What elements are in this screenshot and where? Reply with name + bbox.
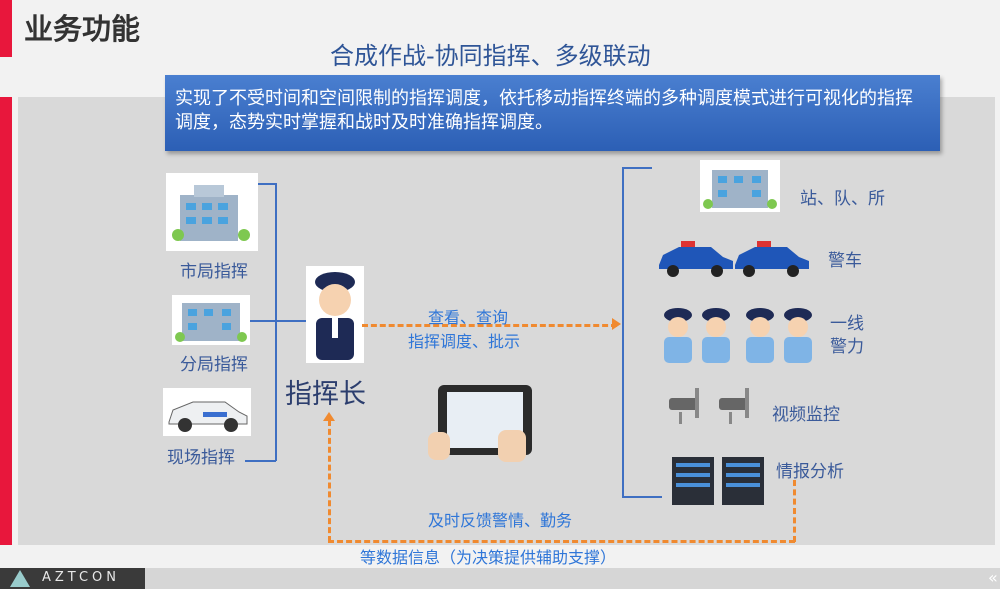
page-subtitle: 合成作战-协同指挥、多级联动 xyxy=(330,42,651,70)
right-label: 警车 xyxy=(828,251,862,271)
connector-line xyxy=(622,167,652,169)
page-title: 业务功能 xyxy=(24,12,141,46)
logo-triangle-icon xyxy=(10,570,30,587)
footer-bar xyxy=(0,568,1000,589)
commander-police-icon xyxy=(306,266,364,363)
right-label: 情报分析 xyxy=(776,462,844,482)
hand-icon xyxy=(428,432,450,460)
feedback-arrow xyxy=(328,420,331,542)
server-icon xyxy=(670,455,770,511)
accent-bar xyxy=(0,97,12,545)
connector-line xyxy=(245,460,276,462)
connector-line xyxy=(622,167,624,497)
back-chevron-icon[interactable]: « xyxy=(988,568,998,587)
connector-line xyxy=(258,183,276,185)
left-label: 现场指挥 xyxy=(167,448,235,468)
branch-building-icon xyxy=(172,295,250,345)
frontline-officers-icon xyxy=(660,305,820,369)
left-label: 分局指挥 xyxy=(180,355,248,375)
hand-icon xyxy=(498,430,526,462)
right-label: 站、队、所 xyxy=(800,189,885,209)
connector-line xyxy=(250,320,276,322)
feedback-arrow xyxy=(793,480,796,542)
bottom-note: 等数据信息（为决策提供辅助支撑） xyxy=(360,548,617,567)
right-label: 一线 警力 xyxy=(830,314,864,357)
commander-label: 指挥长 xyxy=(285,379,366,410)
feedback-arrow xyxy=(328,540,795,543)
description-banner: 实现了不受时间和空间限制的指挥调度，依托移动指挥终端的多种调度模式进行可视化的指… xyxy=(165,75,940,151)
action-label: 指挥调度、批示 xyxy=(408,332,521,351)
right-label: 视频监控 xyxy=(772,405,840,425)
command-arrow xyxy=(362,324,617,327)
cctv-camera-icon xyxy=(665,388,765,432)
city-building-icon xyxy=(166,173,258,251)
arrowhead-icon xyxy=(323,412,335,421)
police-cars-icon xyxy=(655,235,815,284)
arrowhead-icon xyxy=(612,318,621,330)
left-label: 市局指挥 xyxy=(180,262,248,282)
station-building-icon xyxy=(700,160,780,212)
accent-bar xyxy=(0,0,12,57)
connector-line xyxy=(276,320,306,322)
action-label: 查看、查询 xyxy=(428,308,509,327)
suv-police-car-icon xyxy=(163,388,251,436)
feedback-label: 及时反馈警情、勤务 xyxy=(428,511,573,530)
connector-line xyxy=(622,496,662,498)
connector-line xyxy=(275,183,277,461)
company-logo: AZTCON xyxy=(0,568,145,589)
